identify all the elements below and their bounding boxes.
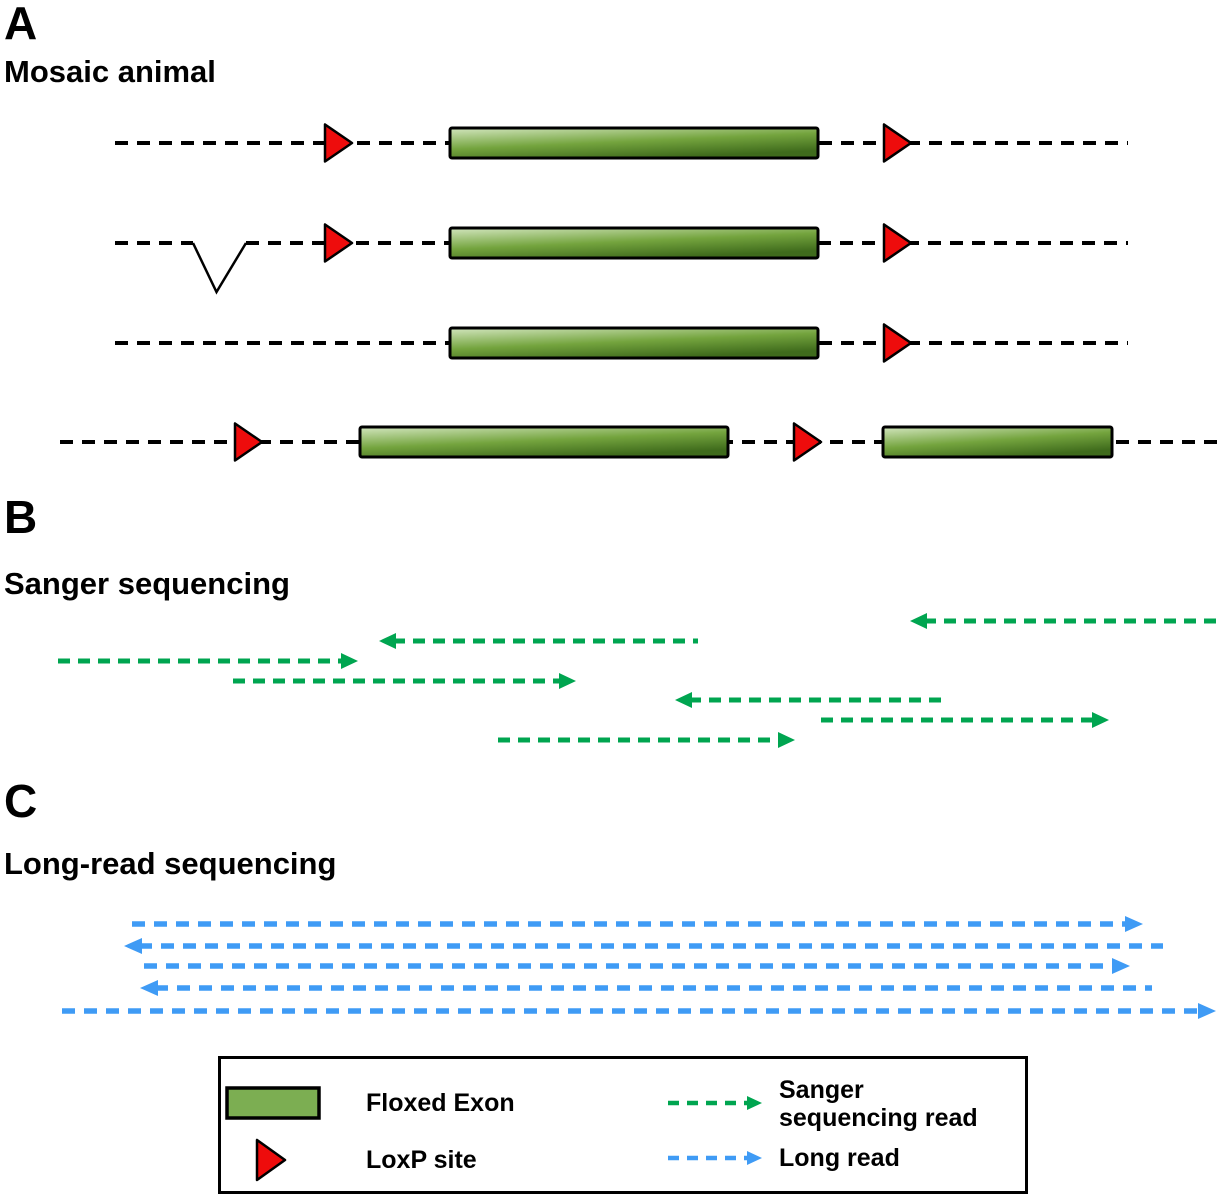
legend-sanger-read-label-line2: sequencing read xyxy=(779,1104,978,1132)
panel-c-title: Long-read sequencing xyxy=(4,846,337,881)
genome-row-2-loxp-site-2 xyxy=(882,223,913,263)
genome-row-2-floxed-exon-1 xyxy=(448,226,820,260)
long-read-5-arrowhead-icon xyxy=(1198,1003,1216,1019)
sanger-read-6-arrowhead-icon xyxy=(1092,712,1109,728)
panel-a-title: Mosaic animal xyxy=(4,54,216,89)
genome-row-3-loxp-site-1 xyxy=(882,323,913,363)
genome-row-4-loxp-site-2 xyxy=(792,422,823,462)
genome-row-2-deletion-notch xyxy=(191,242,248,295)
legend-sanger-read-label-line1: Sanger xyxy=(779,1076,864,1104)
genome-row-3-floxed-exon-1 xyxy=(448,326,820,360)
legend-floxed-exon-swatch-icon xyxy=(225,1086,321,1120)
genome-row-1-loxp-site-2 xyxy=(882,123,913,163)
genome-row-1-loxp-site-1 xyxy=(323,123,354,163)
legend-box xyxy=(218,1056,1028,1194)
genome-row-1-floxed-exon-1 xyxy=(448,126,820,160)
legend-sanger-read-label: Sanger sequencing read xyxy=(779,1076,978,1132)
genome-row-4-floxed-exon-2 xyxy=(881,425,1114,459)
genome-row-2-loxp-site-1 xyxy=(323,223,354,263)
panel-a-letter: A xyxy=(4,0,39,49)
sanger-read-4-arrowhead-icon xyxy=(559,673,576,689)
long-read-2-arrowhead-icon xyxy=(124,938,142,954)
legend-floxed-exon-label: Floxed Exon xyxy=(366,1089,515,1117)
long-read-3-arrowhead-icon xyxy=(1112,958,1130,974)
legend-long-read-label: Long read xyxy=(779,1144,900,1172)
panel-c-letter: C xyxy=(4,775,39,827)
sanger-read-1-arrowhead-icon xyxy=(910,613,927,629)
long-read-1-arrowhead-icon xyxy=(1125,916,1143,932)
long-read-4-arrowhead-icon xyxy=(140,980,158,996)
panel-b-title: Sanger sequencing xyxy=(4,566,290,601)
legend-loxp-site-label: LoxP site xyxy=(366,1146,477,1174)
genome-row-4-loxp-site-1 xyxy=(233,422,264,462)
legend-sanger-read-swatch-arrowhead-icon xyxy=(747,1096,762,1110)
legend-loxp-site-swatch-icon xyxy=(255,1138,287,1182)
sanger-read-5-arrowhead-icon xyxy=(675,692,692,708)
legend-long-read-swatch-arrowhead-icon xyxy=(747,1151,762,1165)
sanger-read-2-arrowhead-icon xyxy=(379,633,396,649)
sanger-read-7-arrowhead-icon xyxy=(778,732,795,748)
genome-row-4-floxed-exon-1 xyxy=(358,425,730,459)
sanger-read-3-arrowhead-icon xyxy=(341,653,358,669)
panel-b-letter: B xyxy=(4,491,39,543)
